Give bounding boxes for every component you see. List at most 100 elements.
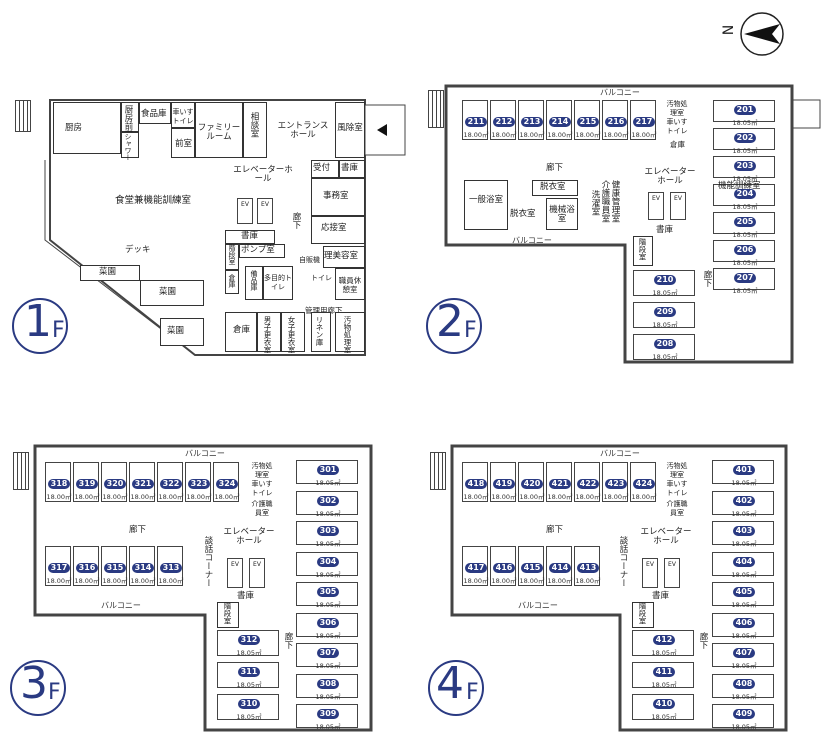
- unit-number-badge: 412: [653, 635, 675, 645]
- unit-size-label: 18.05㎡: [732, 119, 758, 127]
- label-entrance-hall: エントランスホール: [277, 121, 329, 140]
- label-archive-4f: 書庫: [652, 591, 670, 601]
- elevator-label: EV: [241, 201, 249, 208]
- room-linen: [311, 312, 331, 352]
- compass-icon: [740, 12, 784, 56]
- label-toilet-1f: トイレ: [311, 274, 332, 282]
- unit-number-badge: 409: [733, 709, 755, 719]
- floor-badge-3f: [10, 660, 66, 716]
- unit-number-badge: 418: [465, 479, 487, 489]
- unit-size-label: 18.05㎡: [651, 713, 677, 721]
- label-storage2: 倉庫: [233, 325, 251, 335]
- label-wc-4f: 車いすトイレ: [666, 480, 688, 497]
- unit-number-badge: 318: [48, 479, 70, 489]
- label-corridor-3f: 廊下: [129, 525, 147, 535]
- unit-number-badge: 421: [549, 479, 571, 489]
- unit-size-label: 18.05㎡: [731, 570, 757, 579]
- floor-2f-outline: [444, 84, 821, 364]
- elevator-label: EV: [652, 195, 660, 202]
- balcony-top-4f: バルコニー: [600, 449, 640, 458]
- floor-3f-outline: [33, 444, 373, 732]
- unit-number-badge: 313: [160, 563, 182, 573]
- balcony-top-2f: バルコニー: [600, 88, 640, 97]
- room-garden2: [140, 280, 204, 306]
- stairs-icon: [15, 100, 31, 132]
- unit-size-label: 18.05㎡: [236, 713, 262, 721]
- unit-size-label: 18.05㎡: [732, 259, 758, 267]
- label-barber: 理美容室: [324, 251, 359, 261]
- unit-size-label: 18.00㎡: [130, 577, 156, 585]
- unit-number-badge: 417: [465, 563, 487, 573]
- room-male-locker: [257, 312, 281, 352]
- unit-number-badge: 321: [132, 479, 154, 489]
- unit-size-label: 18.05㎡: [732, 175, 758, 183]
- unit-number-badge: 214: [549, 117, 571, 127]
- label-stairs-2f: 階段室: [638, 238, 647, 261]
- floor-suffix-1f: F: [52, 318, 65, 343]
- elevator-1: EV: [237, 198, 253, 224]
- room-equipment: [245, 266, 263, 300]
- elevator-label: EV: [253, 561, 261, 568]
- compass-north-label: N: [721, 24, 738, 36]
- room-reception-room: [311, 216, 365, 244]
- label-family: ファミリールーム: [197, 123, 241, 142]
- unit-size-label: 18.05㎡: [731, 509, 757, 518]
- label-staff-rest: 職員休憩室: [338, 276, 362, 294]
- stairs-icon: [428, 90, 444, 128]
- label-linen: リネン庫: [315, 316, 324, 346]
- room-stairs-3f: [217, 602, 239, 628]
- room-dress-2f: [532, 180, 578, 196]
- room-kitchen-front: [121, 102, 139, 132]
- unit-number-badge: 306: [317, 617, 339, 628]
- unit-number-badge: 210: [654, 275, 676, 285]
- label-stairs-1f: 階段室: [228, 244, 236, 265]
- room-filth-1f: [335, 312, 365, 352]
- label-wc-2f: 車いすトイレ: [666, 118, 688, 135]
- elevator-label: EV: [261, 201, 269, 208]
- label-archive1: 書庫: [341, 163, 359, 173]
- floor-suffix-4f: F: [466, 680, 479, 705]
- label-reception: 受付: [313, 163, 331, 173]
- room-barber: [323, 246, 365, 268]
- unit-size-label: 18.05㎡: [315, 723, 341, 731]
- unit-number-badge: 422: [577, 479, 599, 489]
- unit-number-badge: 202: [734, 133, 756, 143]
- unit-number-badge: 322: [160, 479, 182, 489]
- unit-number-badge: 401: [733, 465, 755, 475]
- room-multi-toilet: [263, 266, 293, 300]
- unit-size-label: 18.05㎡: [731, 723, 757, 731]
- unit-number-badge: 320: [104, 479, 126, 489]
- unit-size-label: 18.00㎡: [603, 131, 629, 139]
- unit-size-label: 18.00㎡: [130, 493, 156, 501]
- unit-size-label: 18.00㎡: [547, 577, 573, 585]
- label-talk-3f: 談話コーナー: [203, 536, 213, 587]
- balcony-top-3f: バルコニー: [185, 449, 225, 458]
- room-windbreak: [335, 102, 365, 158]
- room-office: [311, 178, 365, 216]
- unit-size-label: 18.00㎡: [102, 493, 128, 501]
- unit-number-badge: 419: [493, 479, 515, 489]
- unit-size-label: 18.05㎡: [315, 570, 341, 579]
- unit-number-badge: 314: [132, 563, 154, 573]
- room-stairs-1f: [225, 244, 239, 270]
- label-training-2f: 機能訓練室: [718, 181, 761, 191]
- room-machine-bath: [546, 198, 578, 230]
- label-reception-room: 応接室: [321, 223, 347, 233]
- label-filth-2f: 汚物処理室: [666, 100, 688, 117]
